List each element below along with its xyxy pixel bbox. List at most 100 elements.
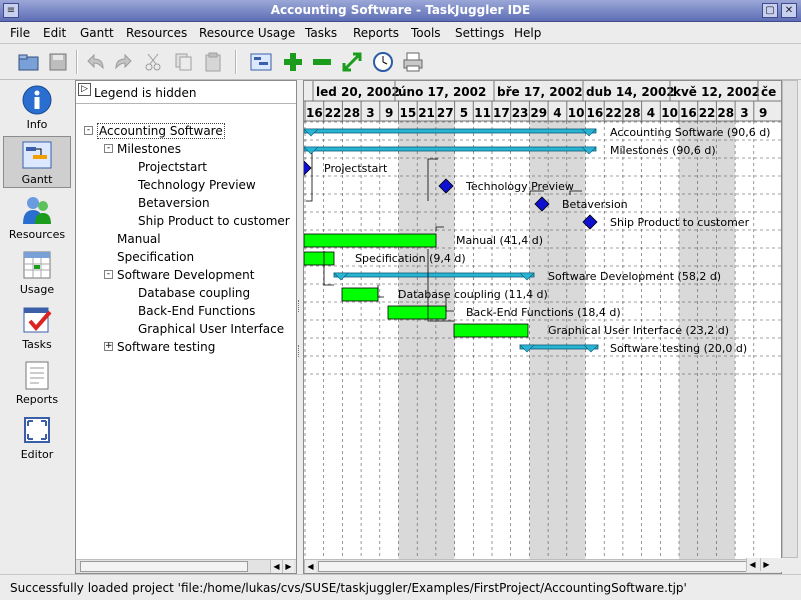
open-folder-icon[interactable] bbox=[16, 49, 42, 75]
milestone-diamond bbox=[304, 160, 312, 176]
redo-icon[interactable] bbox=[111, 49, 137, 75]
divider bbox=[76, 103, 296, 104]
sidebar-item-label: Tasks bbox=[22, 338, 52, 351]
print-icon[interactable] bbox=[400, 49, 426, 75]
scroll-thumb[interactable] bbox=[318, 561, 753, 572]
sidebar-item-label: Reports bbox=[15, 393, 59, 406]
month-label: led 20, 2002 bbox=[316, 85, 400, 99]
legend-toggle-icon[interactable]: ▷ bbox=[78, 83, 91, 96]
day-label: 15 bbox=[399, 106, 416, 120]
sidebar-item-reports[interactable]: Reports bbox=[3, 357, 71, 409]
sidebar-item-resources[interactable]: Resources bbox=[3, 192, 71, 244]
zoom-fit-icon[interactable] bbox=[339, 49, 365, 75]
maximize-icon[interactable]: ▢ bbox=[762, 3, 778, 18]
tree-row[interactable]: Graphical User Interface bbox=[76, 321, 296, 339]
zoom-out-icon[interactable] bbox=[309, 49, 335, 75]
toolbar-separator bbox=[76, 50, 78, 74]
day-label: 17 bbox=[493, 106, 510, 120]
tree-row[interactable]: +Software testing bbox=[76, 339, 296, 357]
menu-bar: File Edit Gantt Resources Resource Usage… bbox=[0, 22, 801, 44]
cut-icon[interactable] bbox=[140, 49, 166, 75]
sidebar-item-label: Editor bbox=[20, 448, 54, 461]
day-label: 5 bbox=[460, 106, 468, 120]
collapse-icon[interactable]: - bbox=[104, 144, 113, 153]
month-label: kvě 12, 2002 bbox=[673, 85, 760, 99]
scroll-right-arrow[interactable]: ▶ bbox=[282, 560, 294, 573]
menu-settings[interactable]: Settings bbox=[455, 26, 505, 40]
day-label: 16 bbox=[680, 106, 697, 120]
day-label: 23 bbox=[512, 106, 529, 120]
month-label: úno 17, 2002 bbox=[398, 85, 486, 99]
menu-help[interactable]: Help bbox=[514, 26, 542, 40]
tree-row[interactable]: Manual bbox=[76, 231, 296, 249]
tree-row[interactable]: -Milestones bbox=[76, 141, 296, 159]
scroll-left-arrow[interactable]: ◀ bbox=[270, 560, 282, 573]
zoom-in-icon[interactable] bbox=[280, 49, 306, 75]
summary-start-marker bbox=[304, 146, 319, 155]
menu-tools[interactable]: Tools bbox=[411, 26, 441, 40]
menu-gantt[interactable]: Gantt bbox=[80, 26, 114, 40]
tree-row-label: Specification bbox=[117, 250, 195, 264]
menu-resources[interactable]: Resources bbox=[126, 26, 188, 40]
day-label: 9 bbox=[385, 106, 393, 120]
resources-icon bbox=[23, 197, 51, 224]
copy-icon[interactable] bbox=[170, 49, 196, 75]
menu-reports[interactable]: Reports bbox=[353, 26, 400, 40]
bar-label: Manual (41,4 d) bbox=[456, 234, 543, 247]
summary-end-marker bbox=[581, 128, 597, 137]
reports-icon bbox=[25, 361, 49, 390]
gantt-vertical-scrollbar[interactable] bbox=[782, 80, 798, 558]
menu-tasks[interactable]: Tasks bbox=[305, 26, 338, 40]
paste-icon[interactable] bbox=[200, 49, 226, 75]
sidebar-item-gantt[interactable]: Gantt bbox=[3, 136, 71, 188]
tree-row[interactable]: Projectstart bbox=[76, 159, 296, 177]
bar-label: Accounting Software (90,6 d) bbox=[610, 126, 770, 139]
day-label: 27 bbox=[437, 106, 454, 120]
sidebar-item-editor[interactable]: Editor bbox=[3, 412, 71, 464]
bar-label: Milestones (90,6 d) bbox=[610, 144, 716, 157]
summary-end-marker bbox=[581, 146, 597, 155]
summary-bar bbox=[304, 128, 597, 134]
dependency-line bbox=[306, 153, 313, 202]
tree-horizontal-scrollbar[interactable]: ◀ ▶ bbox=[76, 559, 296, 573]
clock-icon[interactable] bbox=[370, 49, 396, 75]
sidebar-item-usage[interactable]: Usage bbox=[3, 247, 71, 299]
task-bar bbox=[304, 251, 335, 266]
menu-resource-usage[interactable]: Resource Usage bbox=[199, 26, 296, 40]
day-label: 22 bbox=[699, 106, 716, 120]
tree-row[interactable]: Ship Product to customer bbox=[76, 213, 296, 231]
sidebar-item-info[interactable]: Info bbox=[3, 82, 71, 134]
menu-edit[interactable]: Edit bbox=[43, 26, 67, 40]
sidebar-item-tasks[interactable]: Tasks bbox=[3, 302, 71, 354]
tree-row[interactable]: -Software Development bbox=[76, 267, 296, 285]
tree-row[interactable]: Technology Preview bbox=[76, 177, 296, 195]
save-icon[interactable] bbox=[45, 49, 71, 75]
pane-splitter[interactable] bbox=[297, 80, 303, 574]
scroll-thumb[interactable] bbox=[80, 561, 248, 572]
expand-icon[interactable]: + bbox=[104, 341, 113, 351]
tree-row-label: Betaversion bbox=[138, 196, 210, 210]
gantt-horizontal-scrollbar[interactable]: ◀ bbox=[304, 559, 781, 573]
close-icon[interactable]: ✕ bbox=[781, 3, 797, 18]
window-menu-icon[interactable]: ≡ bbox=[3, 3, 19, 18]
tree-row[interactable]: Database coupling bbox=[76, 285, 296, 303]
day-label: 10 bbox=[661, 106, 678, 120]
scroll-left-arrow[interactable]: ◀ bbox=[746, 558, 758, 571]
bar-label: Graphical User Interface (23,2 d) bbox=[548, 324, 729, 337]
collapse-icon[interactable]: - bbox=[84, 126, 93, 135]
scroll-right-arrow[interactable]: ▶ bbox=[760, 558, 772, 571]
tree-row[interactable]: Back-End Functions bbox=[76, 303, 296, 321]
tree-row[interactable]: Specification bbox=[76, 249, 296, 267]
undo-icon[interactable] bbox=[82, 49, 108, 75]
task-bar bbox=[453, 323, 529, 338]
gantt-view-icon[interactable] bbox=[248, 49, 274, 75]
tree-row[interactable]: -Accounting Software bbox=[76, 123, 296, 141]
collapse-icon[interactable]: - bbox=[104, 270, 113, 279]
bar-label: Database coupling (11,4 d) bbox=[398, 288, 548, 301]
day-label: 28 bbox=[343, 106, 360, 120]
scroll-left-arrow[interactable]: ◀ bbox=[304, 560, 316, 573]
tree-row[interactable]: Betaversion bbox=[76, 195, 296, 213]
status-bar: Successfully loaded project 'file:/home/… bbox=[0, 574, 801, 600]
menu-file[interactable]: File bbox=[10, 26, 31, 40]
